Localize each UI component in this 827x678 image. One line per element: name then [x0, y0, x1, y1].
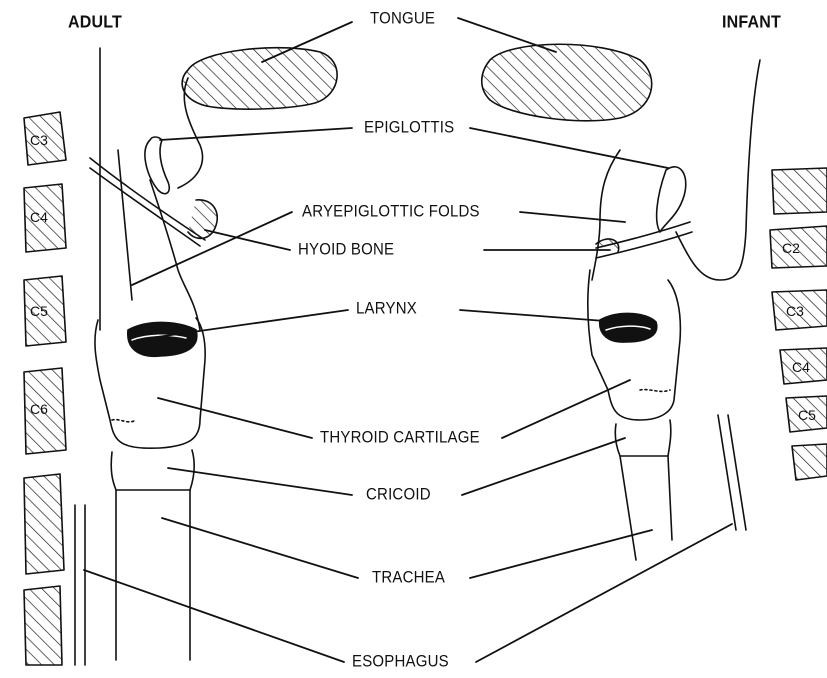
adult-epiglottis	[145, 137, 169, 194]
label-esophagus: ESOPHAGUS	[352, 652, 449, 670]
adult-tongue	[182, 48, 337, 109]
vertebra-label-c5: C5	[30, 303, 48, 319]
infant-title: INFANT	[722, 13, 781, 32]
vertebra-c7	[24, 474, 64, 574]
vertebra-label-c3: C3	[30, 132, 48, 148]
vertebra-label-c4: C4	[30, 209, 48, 225]
vertebra-t1	[24, 586, 62, 665]
vertebra-label-c6: C6	[30, 401, 48, 417]
vertebra-label-c2-infant: C2	[782, 240, 800, 256]
infant-epiglottis	[657, 167, 686, 232]
label-larynx: LARYNX	[356, 299, 417, 317]
vertebra-label-c3-infant: C3	[786, 303, 804, 319]
infant-trachea	[620, 456, 636, 560]
label-hyoid-bone: HYOID BONE	[298, 240, 394, 258]
vertebra-c1	[772, 168, 827, 214]
infant-pharynx-wall	[676, 60, 760, 280]
label-aryepiglottic-folds: ARYEPIGLOTTIC FOLDS	[302, 202, 480, 220]
vertebra-label-c4-infant: C4	[792, 359, 810, 375]
label-thyroid-cartilage: THYROID CARTILAGE	[320, 428, 480, 446]
label-trachea: TRACHEA	[372, 568, 445, 586]
vertebra-c6-infant	[792, 444, 827, 480]
infant-larynx	[588, 270, 681, 420]
label-tongue: TONGUE	[370, 9, 435, 27]
adult-title: ADULT	[68, 13, 122, 32]
label-epiglottis: EPIGLOTTIS	[364, 118, 454, 136]
vertebra-label-c5-infant: C5	[798, 407, 816, 423]
infant-esophagus	[718, 415, 736, 530]
infant-tongue	[482, 44, 652, 121]
label-cricoid: CRICOID	[366, 485, 431, 503]
